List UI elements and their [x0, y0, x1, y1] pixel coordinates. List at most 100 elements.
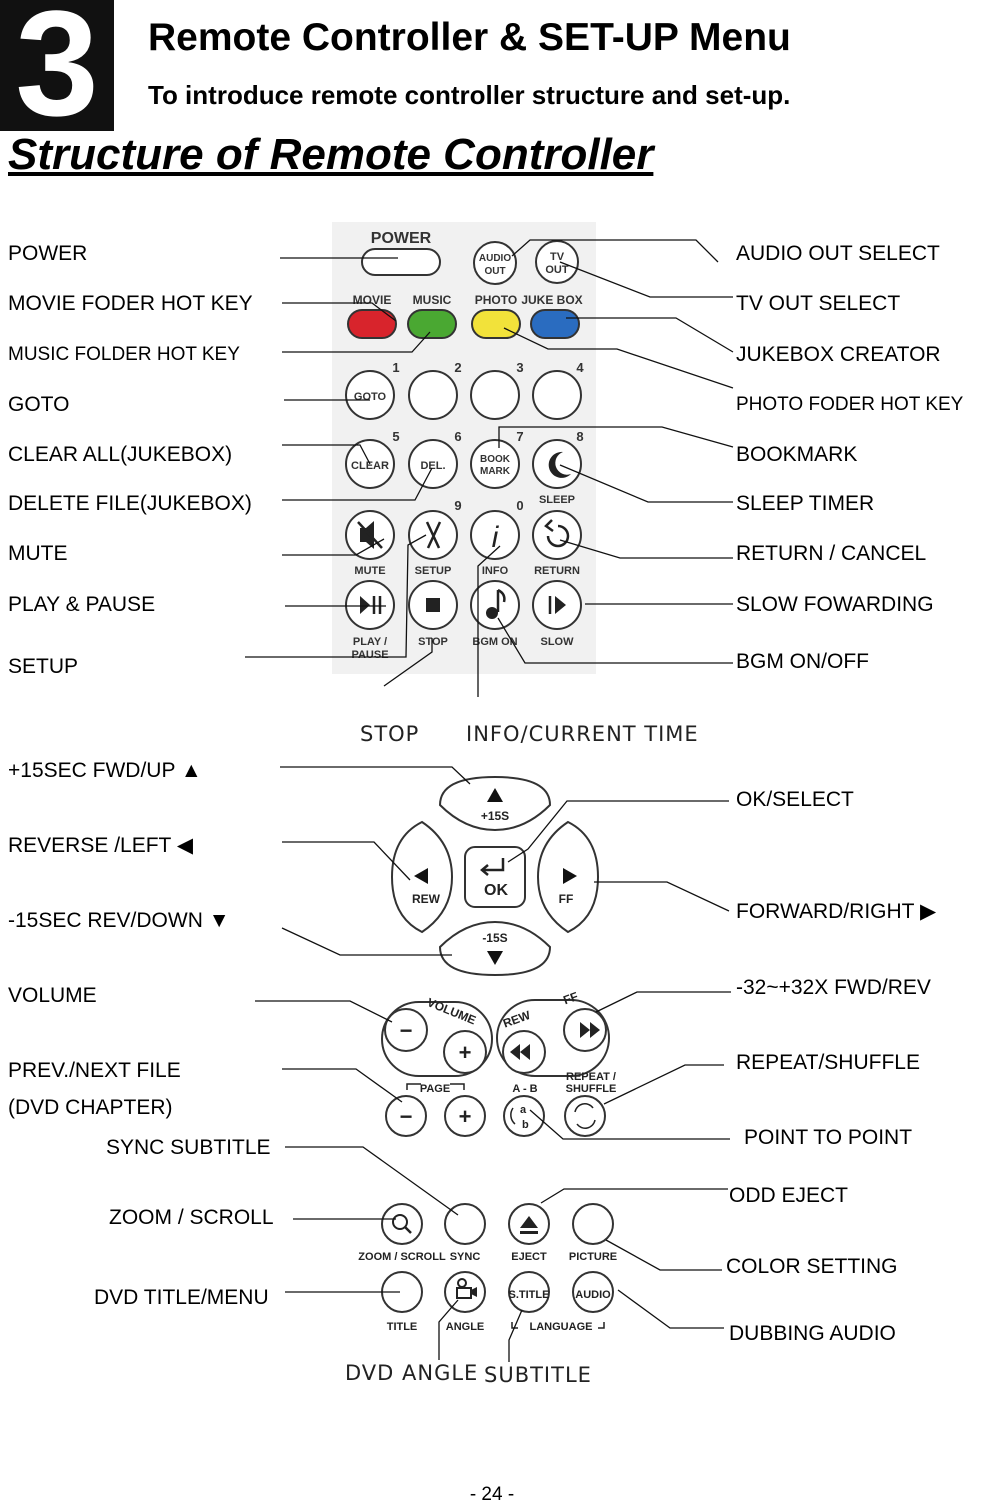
callout-subtitle: SUBTITLE: [484, 1363, 592, 1387]
key-rew: REW: [412, 892, 441, 906]
label-play-pause: PLAY & PAUSE: [8, 593, 156, 616]
label-sleep-timer: SLEEP TIMER: [736, 492, 875, 515]
label-mute: MUTE: [8, 542, 68, 565]
sync-button[interactable]: [444, 1203, 486, 1245]
key-movie: MOVIE: [353, 293, 392, 307]
music-button[interactable]: [407, 309, 457, 339]
label-fwd-rev-speed: -32~+32X FWD/REV: [736, 976, 931, 999]
bgm-button[interactable]: [470, 580, 520, 630]
label-jukebox-creator: JUKEBOX CREATOR: [736, 343, 941, 366]
page-up-button[interactable]: [444, 1095, 486, 1137]
mute-icon: [357, 521, 383, 549]
angle-button[interactable]: [444, 1271, 486, 1313]
key-num0: 0: [516, 498, 523, 513]
page-bracket-icon: [406, 1083, 465, 1090]
del-button[interactable]: [408, 439, 458, 489]
key-num6: 6: [454, 429, 461, 444]
key-bookmark-2: MARK: [480, 466, 511, 477]
key-title: TITLE: [387, 1321, 418, 1333]
enter-icon: [480, 858, 505, 876]
page-subtitle: To introduce remote controller structure…: [148, 80, 791, 110]
label-power: POWER: [8, 242, 88, 265]
ok-button[interactable]: [464, 846, 526, 908]
goto-button[interactable]: [345, 370, 395, 420]
label-point-to-point: POINT TO POINT: [744, 1126, 913, 1149]
label-prev-next: PREV./NEXT FILE: [8, 1059, 181, 1082]
page-down-button[interactable]: [385, 1095, 427, 1137]
movie-button[interactable]: [347, 309, 397, 339]
chapter-number: 3: [15, 0, 99, 147]
key-audio: AUDIO: [575, 1289, 611, 1301]
chapter-number-box: [0, 0, 114, 131]
key-page: PAGE: [420, 1083, 450, 1095]
key-del: DEL.: [420, 460, 445, 472]
label-rev-down: -15SEC REV/DOWN ▼: [8, 909, 230, 932]
volume-up-button[interactable]: [443, 1030, 487, 1074]
num4-button[interactable]: [532, 370, 582, 420]
key-sleep: SLEEP: [539, 494, 575, 506]
label-bookmark: BOOKMARK: [736, 443, 858, 466]
key-jukebox: JUKE BOX: [521, 293, 582, 307]
repeat-shuffle-button[interactable]: [564, 1095, 606, 1137]
key-return: RETURN: [534, 565, 580, 577]
key-ok: OK: [484, 882, 508, 899]
page-plus-icon: +: [459, 1104, 472, 1129]
label-odd-eject: ODD EJECT: [729, 1184, 849, 1207]
label-slow-forwarding: SLOW FOWARDING: [736, 593, 934, 616]
label-music-folder: MUSIC FOLDER HOT KEY: [8, 344, 240, 365]
label-volume: VOLUME: [8, 984, 97, 1007]
key-num7: 7: [516, 429, 523, 444]
svg-text:b: b: [522, 1119, 529, 1131]
key-stop: STOP: [418, 636, 448, 648]
photo-button[interactable]: [471, 309, 521, 339]
leader-lines: [245, 239, 734, 1362]
num3-button[interactable]: [470, 370, 520, 420]
picture-button[interactable]: [572, 1203, 614, 1245]
key-num5: 5: [392, 429, 399, 444]
num2-button[interactable]: [408, 370, 458, 420]
key-up: +15S: [481, 809, 509, 823]
key-num2: 2: [454, 360, 461, 375]
key-picture: PICTURE: [569, 1251, 617, 1263]
label-sync-subtitle: SYNC SUBTITLE: [106, 1136, 271, 1159]
label-repeat-shuffle: REPEAT/SHUFFLE: [736, 1051, 920, 1074]
language-bracket-icon: [511, 1322, 605, 1329]
bookmark-button[interactable]: [470, 439, 520, 489]
key-num1: 1: [392, 360, 399, 375]
power-button[interactable]: [361, 248, 441, 276]
return-button[interactable]: [532, 510, 582, 560]
key-bgm-on: BGM ON: [472, 636, 517, 648]
eject-icon: [520, 1216, 538, 1234]
slow-icon: [548, 596, 566, 614]
plus-icon: +: [459, 1040, 472, 1065]
stop-icon: [426, 598, 440, 612]
label-ok-select: OK/SELECT: [736, 788, 854, 811]
key-language: LANGUAGE: [530, 1321, 593, 1333]
jukebox-button[interactable]: [530, 309, 580, 339]
info-button[interactable]: [470, 510, 520, 560]
key-mute: MUTE: [354, 565, 385, 577]
callout-stop: STOP: [360, 722, 420, 746]
audio-out-button[interactable]: [473, 241, 517, 285]
music-note-icon: [486, 588, 506, 619]
key-ff2: FF: [561, 989, 580, 1007]
page-title: Remote Controller & SET-UP Menu: [148, 16, 791, 59]
label-setup: SETUP: [8, 655, 79, 678]
sleep-button[interactable]: [532, 439, 582, 489]
volume-down-button[interactable]: [384, 1008, 428, 1052]
up-button[interactable]: [438, 775, 552, 832]
fast-forward-icon: [580, 1022, 600, 1038]
label-bgm-onoff: BGM ON/OFF: [736, 650, 869, 673]
moon-icon: [548, 451, 571, 478]
key-clear: CLEAR: [351, 460, 389, 472]
audio-button[interactable]: [572, 1271, 614, 1313]
tv-out-button[interactable]: [535, 240, 579, 284]
zoom-scroll-button[interactable]: [381, 1203, 423, 1245]
down-button[interactable]: [438, 920, 552, 977]
ab-button[interactable]: [503, 1095, 545, 1137]
key-audio-out-1: AUDIO: [479, 253, 511, 264]
key-play-pause-2: PAUSE: [351, 649, 388, 661]
key-setup: SETUP: [415, 565, 452, 577]
label-clear-all: CLEAR ALL(JUKEBOX): [8, 443, 233, 466]
stitle-button[interactable]: [508, 1271, 550, 1313]
